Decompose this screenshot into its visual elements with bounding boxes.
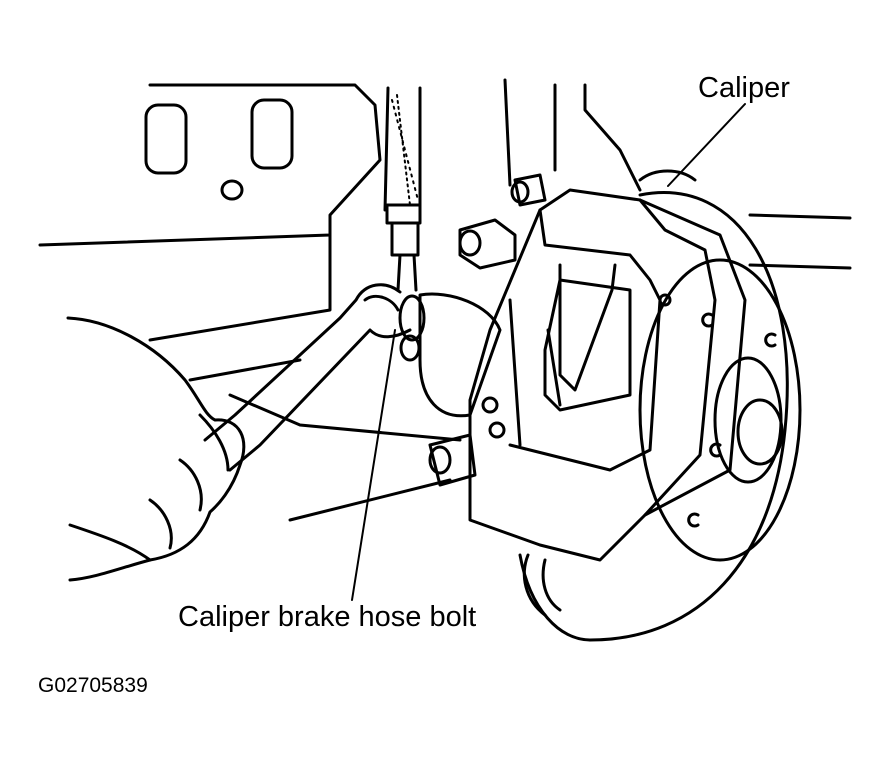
mounting-bolts [428,173,547,487]
bolt-leader-line [351,329,396,601]
brake-hose [383,86,422,292]
caliper-body [468,188,747,562]
caliper-label: Caliper [698,72,790,104]
caliper-piston-housing [398,292,502,418]
lower-clip [522,553,562,617]
brake-rotor [518,169,802,642]
figure-id: G02705839 [38,674,148,697]
chassis-background [38,78,852,522]
caliper-leader-line [667,103,746,187]
technician-hand [66,316,246,582]
hose-bolt-label: Caliper brake hose bolt [178,601,477,633]
box-wrench [203,283,412,472]
